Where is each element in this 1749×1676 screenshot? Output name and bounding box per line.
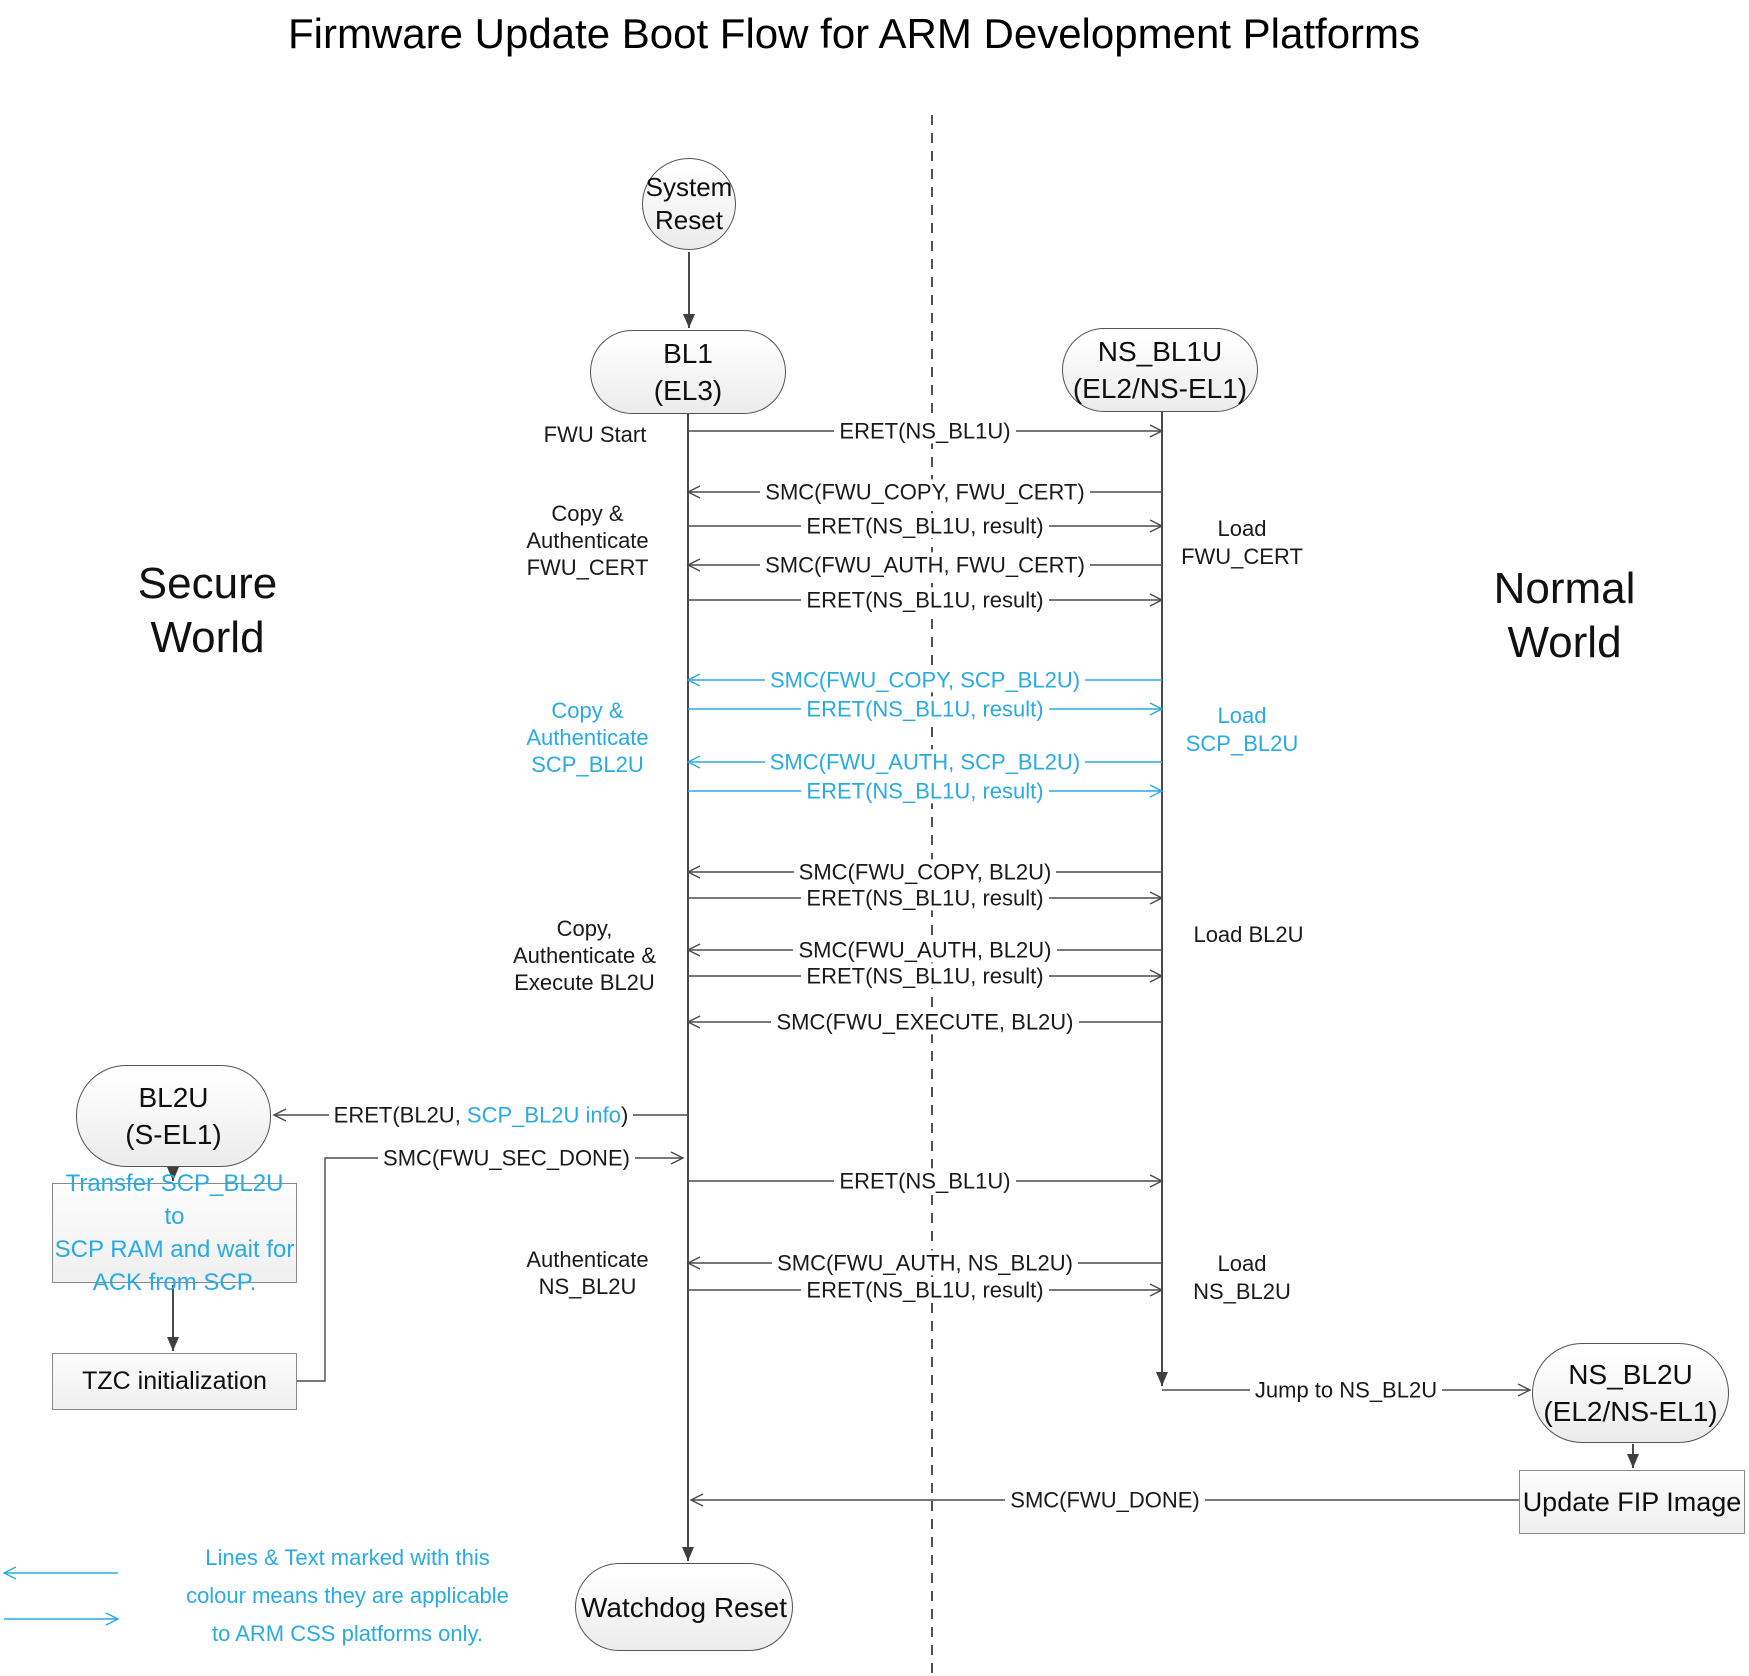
authenticate-ns-bl2u-label: Authenticate NS_BL2U bbox=[526, 1247, 649, 1299]
legend-note: Lines & Text marked with this colour mea… bbox=[186, 1545, 509, 1646]
msg-smc-fwu-auth-ns-bl2u: SMC(FWU_AUTH, NS_BL2U) bbox=[688, 1250, 1162, 1276]
msg-smc-fwu-copy-bl2u: SMC(FWU_COPY, BL2U) bbox=[688, 859, 1162, 885]
msg-eret-result-1: ERET(NS_BL1U, result) bbox=[688, 513, 1162, 539]
msg-eret-result-3: ERET(NS_BL1U, result) bbox=[688, 696, 1162, 722]
msg-eret-ns-bl1u-2: ERET(NS_BL1U) bbox=[688, 1168, 1162, 1194]
bl1-node: BL1 (EL3) bbox=[590, 330, 786, 414]
msg-smc-fwu-done: SMC(FWU_DONE) bbox=[691, 1487, 1519, 1513]
msg-smc-fwu-auth-bl2u: SMC(FWU_AUTH, BL2U) bbox=[688, 937, 1162, 963]
fwu-start-label: FWU Start bbox=[543, 422, 647, 447]
msg-eret-result-2: ERET(NS_BL1U, result) bbox=[688, 587, 1162, 613]
msg-smc-fwu-sec-done: SMC(FWU_SEC_DONE) bbox=[325, 1145, 688, 1171]
load-bl2u-label: Load BL2U bbox=[1193, 922, 1304, 947]
bl2u-node: BL2U (S-EL1) bbox=[76, 1065, 271, 1167]
transfer-scp-bl2u-box: Transfer SCP_BL2U to SCP RAM and wait fo… bbox=[52, 1170, 297, 1296]
msg-smc-fwu-copy-scp-bl2u: SMC(FWU_COPY, SCP_BL2U) bbox=[688, 667, 1162, 693]
ns-bl2u-node: NS_BL2U (EL2/NS-EL1) bbox=[1532, 1343, 1729, 1443]
system-reset-node: System Reset bbox=[642, 158, 736, 250]
msg-smc-fwu-auth-scp-bl2u: SMC(FWU_AUTH, SCP_BL2U) bbox=[688, 749, 1162, 775]
msg-smc-fwu-auth-fwu-cert: SMC(FWU_AUTH, FWU_CERT) bbox=[688, 552, 1162, 578]
load-fwu-cert-label: Load FWU_CERT bbox=[1181, 516, 1303, 569]
tzc-initialization-box: TZC initialization bbox=[52, 1353, 297, 1410]
ns-bl1u-node: NS_BL1U (EL2/NS-EL1) bbox=[1062, 328, 1258, 412]
secure-world-label: Secure World bbox=[137, 559, 278, 662]
msg-eret-result-4: ERET(NS_BL1U, result) bbox=[688, 778, 1162, 804]
msg-eret-result-5: ERET(NS_BL1U, result) bbox=[688, 885, 1162, 911]
msg-eret-bl2u-scp-info: ERET(BL2U, SCP_BL2U info) bbox=[274, 1102, 688, 1128]
copy-auth-scp-bl2u-label: Copy & Authenticate SCP_BL2U bbox=[526, 698, 649, 777]
load-scp-bl2u-label: Load SCP_BL2U bbox=[1185, 703, 1299, 756]
msg-jump-to-ns-bl2u: Jump to NS_BL2U bbox=[1162, 1377, 1530, 1403]
msg-eret-result-6: ERET(NS_BL1U, result) bbox=[688, 963, 1162, 989]
update-fip-image-box: Update FIP Image bbox=[1519, 1470, 1745, 1534]
copy-auth-exec-bl2u-label: Copy, Authenticate & Execute BL2U bbox=[512, 916, 657, 995]
msg-smc-fwu-execute-bl2u: SMC(FWU_EXECUTE, BL2U) bbox=[688, 1009, 1162, 1035]
copy-auth-fwu-cert-label: Copy & Authenticate FWU_CERT bbox=[526, 501, 649, 580]
load-ns-bl2u-label: Load NS_BL2U bbox=[1193, 1251, 1291, 1304]
watchdog-reset-node: Watchdog Reset bbox=[575, 1563, 793, 1651]
msg-eret-ns-bl1u: ERET(NS_BL1U) bbox=[688, 418, 1162, 444]
msg-smc-fwu-copy-fwu-cert: SMC(FWU_COPY, FWU_CERT) bbox=[688, 479, 1162, 505]
msg-eret-result-7: ERET(NS_BL1U, result) bbox=[688, 1277, 1162, 1303]
diagram-title: Firmware Update Boot Flow for ARM Develo… bbox=[287, 10, 1421, 57]
normal-world-label: Normal World bbox=[1493, 564, 1636, 667]
